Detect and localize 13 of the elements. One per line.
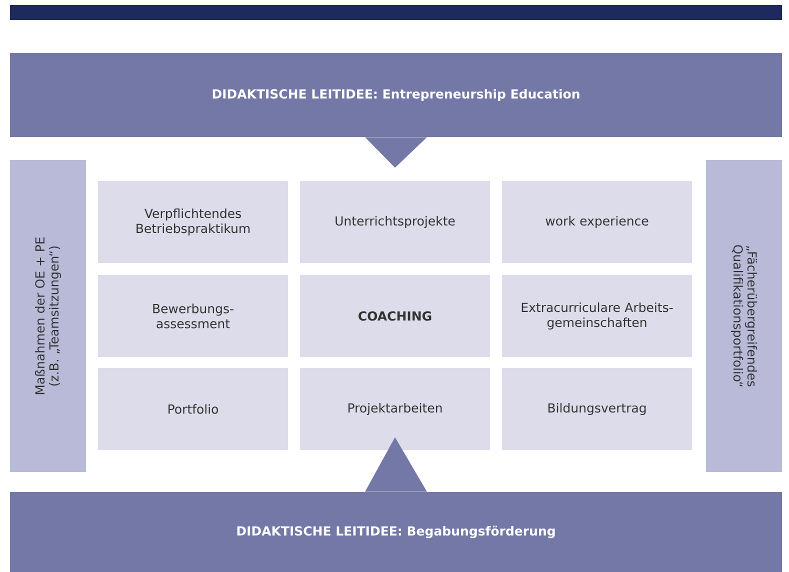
text-box: Portfolio <box>98 368 288 450</box>
text-box: Unterrichtsprojekte <box>300 181 490 263</box>
text-box: work experience <box>502 181 692 263</box>
text-box: Extracurriculare Arbeits- gemeinschaften <box>502 275 692 357</box>
chevron-arrow <box>365 437 427 492</box>
text-box: Verpflichtendes Betriebspraktikum <box>98 181 288 263</box>
text-box: Projektarbeiten <box>300 368 490 450</box>
side-panel: „Fächerübergreifendes Qualifikationsportfolio“ <box>706 160 782 472</box>
side-panel: Maßnahmen der OE + PE (z.B. „Teamsitzungen“) <box>10 160 86 472</box>
text-box: Bildungsvertrag <box>502 368 692 450</box>
chevron-arrow <box>365 137 427 168</box>
text-box: Bewerbungs- assessment <box>98 275 288 357</box>
text-box: COACHING <box>300 275 490 357</box>
